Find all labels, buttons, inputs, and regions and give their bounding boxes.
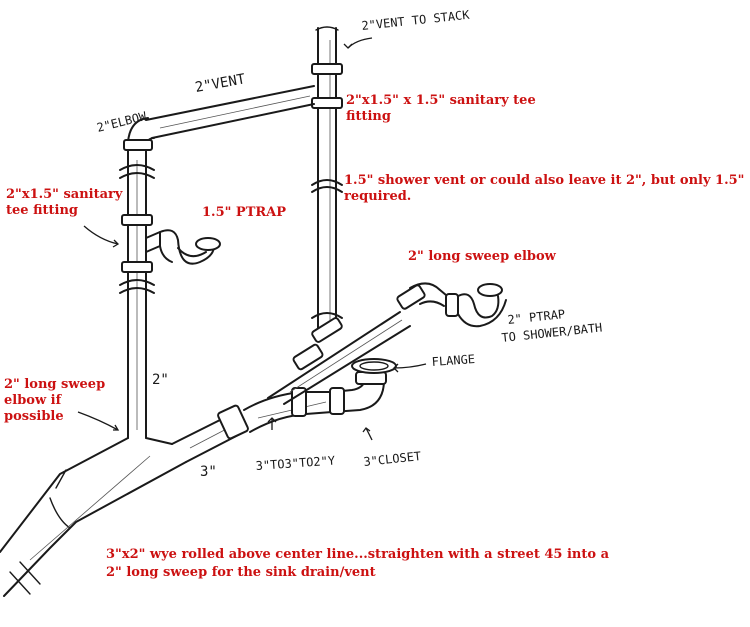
label-sanitary-tee-top-1: 2"x1.5" x 1.5" sanitary tee <box>346 93 536 108</box>
label-ptrap-shower-1: 2" PTRAP <box>507 307 566 327</box>
ptrap-1-5in <box>145 229 221 265</box>
label-sanitary-tee-top-2: fitting <box>346 109 391 124</box>
shower-branch <box>396 282 507 328</box>
label-long-sweep-left-3: possible <box>4 409 64 424</box>
label-pipe-2in: 2" <box>152 372 169 388</box>
label-sanitary-tee-left-2: tee fitting <box>6 203 78 218</box>
label-long-sweep-left-1: 2" long sweep <box>4 377 105 392</box>
label-vent-to-stack: 2"VENT TO STACK <box>361 8 471 33</box>
label-wye-note-1: 3"x2" wye rolled above center line...str… <box>106 547 610 562</box>
left-vertical-pipe <box>119 149 155 439</box>
annotation-arrows <box>77 37 427 441</box>
label-long-sweep-left-2: elbow if <box>4 393 63 408</box>
label-elbow-2in: 2"ELBOW <box>95 109 148 135</box>
right-vent-stack <box>311 26 343 331</box>
label-ptrap-1-5in: 1.5" PTRAP <box>202 205 286 220</box>
label-sanitary-tee-left-1: 2"x1.5" sanitary <box>6 187 123 202</box>
horizontal-vent-pipe <box>145 85 315 139</box>
label-shower-vent-1: 1.5" shower vent or could also leave it … <box>344 173 744 188</box>
elbow-2in <box>123 117 155 151</box>
lower-left-sweep <box>0 437 187 597</box>
main-drain-3in <box>171 311 411 463</box>
label-vent-2in: 2"VENT <box>194 71 247 96</box>
label-long-sweep-elbow: 2" long sweep elbow <box>408 249 557 264</box>
closet-elbow-3in <box>329 358 397 415</box>
label-shower-vent-2: required. <box>344 189 411 204</box>
label-wye-note-2: 2" long sweep for the sink drain/vent <box>106 565 376 580</box>
label-flange: FLANGE <box>431 352 475 369</box>
label-wye-3x3x2: 3"TO3"TO2"Y <box>255 453 336 473</box>
label-closet-3in: 3"CLOSET <box>363 449 422 469</box>
label-pipe-3in: 3" <box>200 464 217 480</box>
